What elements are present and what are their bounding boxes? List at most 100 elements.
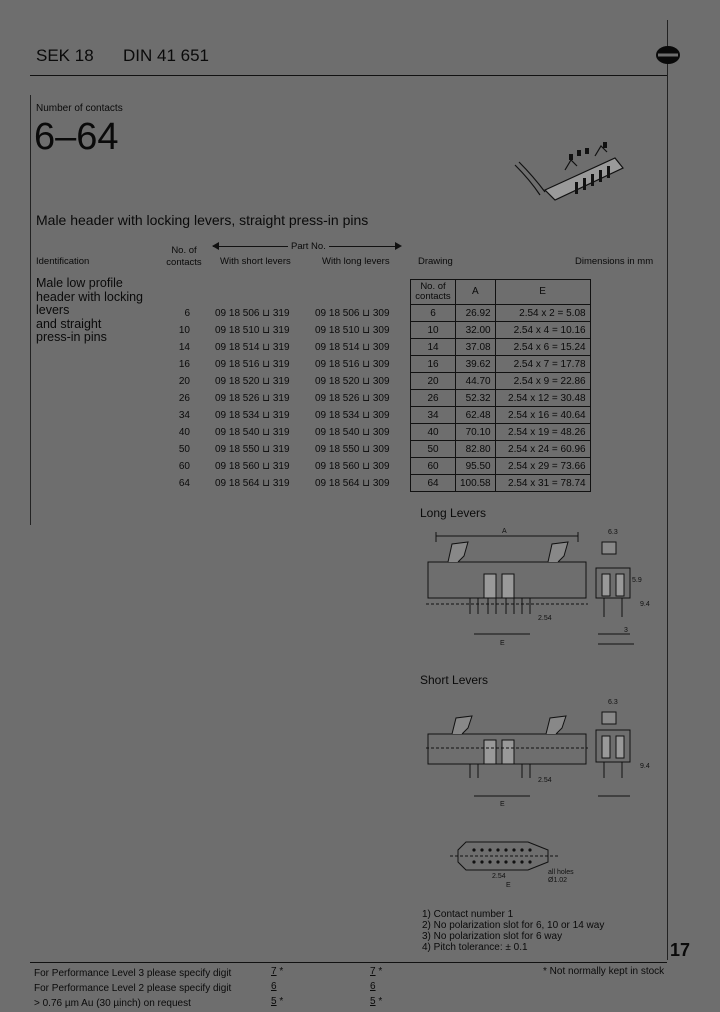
table-cell: 52.32 [455, 389, 496, 407]
long-levers-label: Long Levers [420, 506, 487, 520]
table-cell: 26 [410, 389, 456, 407]
part-contacts: 60 [178, 461, 190, 472]
part-long-number: 09 18 506 ⊔ 309 [315, 308, 390, 319]
part-short-number: 09 18 516 ⊔ 319 [215, 359, 290, 370]
connector-sketch [514, 142, 624, 201]
part-contacts: 26 [178, 393, 190, 404]
part-short-number: 09 18 534 ⊔ 319 [215, 410, 290, 421]
part-long-number: 09 18 564 ⊔ 309 [315, 478, 390, 489]
product-description: Male low profile header with locking lev… [36, 276, 144, 345]
part-short-number: 09 18 564 ⊔ 319 [215, 478, 290, 489]
section-title: Male header with locking levers, straigh… [36, 212, 369, 228]
table-cell: 37.08 [455, 338, 496, 356]
part-contacts: 50 [178, 444, 190, 455]
table-cell: 2.54 x 4 = 10.16 [494, 321, 591, 339]
part-contacts: 6 [184, 308, 190, 319]
table-cell: 2.54 x 2 = 5.08 [494, 304, 591, 322]
table-cell: 2.54 x 12 = 30.48 [494, 389, 591, 407]
table-cell: 62.48 [455, 406, 496, 424]
col-dimensions: Dimensions in mm [575, 256, 654, 267]
left-rule [30, 95, 31, 525]
dim-59-long: 5.9 [632, 577, 642, 584]
all-holes-label: all holes [548, 869, 574, 876]
table-cell: 50 [410, 440, 456, 458]
footer-code-long-3: 5 * [370, 996, 383, 1007]
col-drawing: Drawing [418, 256, 453, 267]
part-short-number: 09 18 560 ⊔ 319 [215, 461, 290, 472]
part-short-number: 09 18 540 ⊔ 319 [215, 427, 290, 438]
table-cell: 2.54 x 16 = 40.64 [494, 406, 591, 424]
part-short-number: 09 18 514 ⊔ 319 [215, 342, 290, 353]
hole-diameter-label: Ø1.02 [548, 877, 567, 884]
part-long-number: 09 18 526 ⊔ 309 [315, 393, 390, 404]
dim-254-pcb: 2.54 [492, 873, 506, 880]
dim-94-long: 9.4 [640, 601, 650, 608]
dim-254-long: 2.54 [538, 615, 552, 622]
short-levers-label: Short Levers [420, 673, 489, 687]
footer-code-long-1: 7 * [370, 966, 383, 977]
col-no-of-contacts: No. of contacts [166, 245, 202, 268]
dim-63-long: 6.3 [608, 529, 618, 536]
table-cell: 34 [410, 406, 456, 424]
part-contacts: 16 [178, 359, 190, 370]
th-a: A [455, 279, 496, 305]
col-long-levers: With long levers [322, 256, 390, 267]
footer-code-short-1: 7 * [271, 966, 284, 977]
table-cell: 82.80 [455, 440, 496, 458]
arrow-left-icon [212, 242, 219, 250]
part-short-number: 09 18 510 ⊔ 319 [215, 325, 290, 336]
part-contacts: 64 [178, 478, 190, 489]
table-cell: 2.54 x 9 = 22.86 [494, 372, 591, 390]
table-cell: 10 [410, 321, 456, 339]
table-cell: 26.92 [455, 304, 496, 322]
dim-63-short: 6.3 [608, 699, 618, 706]
table-cell: 6 [410, 304, 456, 322]
arrow-right-icon [395, 242, 402, 250]
long-levers-drawing: A E 6.3 5.9 9.4 2.54 3 [426, 528, 650, 647]
pcb-layout-drawing: 2.54 E all holes Ø1.02 [450, 841, 574, 889]
table-cell: 2.54 x 31 = 78.74 [494, 474, 591, 492]
part-short-number: 09 18 520 ⊔ 319 [215, 376, 290, 387]
part-contacts: 10 [178, 325, 190, 336]
contacts-range: 6–64 [34, 116, 119, 158]
part-long-number: 09 18 520 ⊔ 309 [315, 376, 390, 387]
part-short-number: 09 18 506 ⊔ 319 [215, 308, 290, 319]
part-short-number: 09 18 526 ⊔ 319 [215, 393, 290, 404]
part-long-number: 09 18 534 ⊔ 309 [315, 410, 390, 421]
table-cell: 2.54 x 7 = 17.78 [494, 355, 591, 373]
th-e: E [494, 279, 591, 305]
short-levers-drawing: E 6.3 9.4 2.54 [426, 699, 650, 808]
table-cell: 100.58 [455, 474, 496, 492]
din-standard: DIN 41 651 [123, 46, 209, 65]
harting-logo-icon [656, 46, 680, 64]
dim-94-short: 9.4 [640, 763, 650, 770]
table-cell: 14 [410, 338, 456, 356]
stock-footnote: * Not normally kept in stock [543, 966, 665, 977]
table-cell: 44.70 [455, 372, 496, 390]
contacts-label: Number of contacts [36, 103, 123, 114]
table-cell: 16 [410, 355, 456, 373]
col-short-levers: With short levers [220, 256, 291, 267]
right-rule [667, 20, 668, 960]
table-cell: 40 [410, 423, 456, 441]
part-short-number: 09 18 550 ⊔ 319 [215, 444, 290, 455]
part-long-number: 09 18 560 ⊔ 309 [315, 461, 390, 472]
dim-3-long: 3 [624, 627, 628, 634]
part-long-number: 09 18 540 ⊔ 309 [315, 427, 390, 438]
dim-e-short: E [500, 801, 505, 808]
footer-code-short-3: 5 * [271, 996, 284, 1007]
part-contacts: 14 [178, 342, 190, 353]
table-cell: 2.54 x 24 = 60.96 [494, 440, 591, 458]
table-cell: 39.62 [455, 355, 496, 373]
dim-e-long: E [500, 640, 505, 647]
part-long-number: 09 18 516 ⊔ 309 [315, 359, 390, 370]
